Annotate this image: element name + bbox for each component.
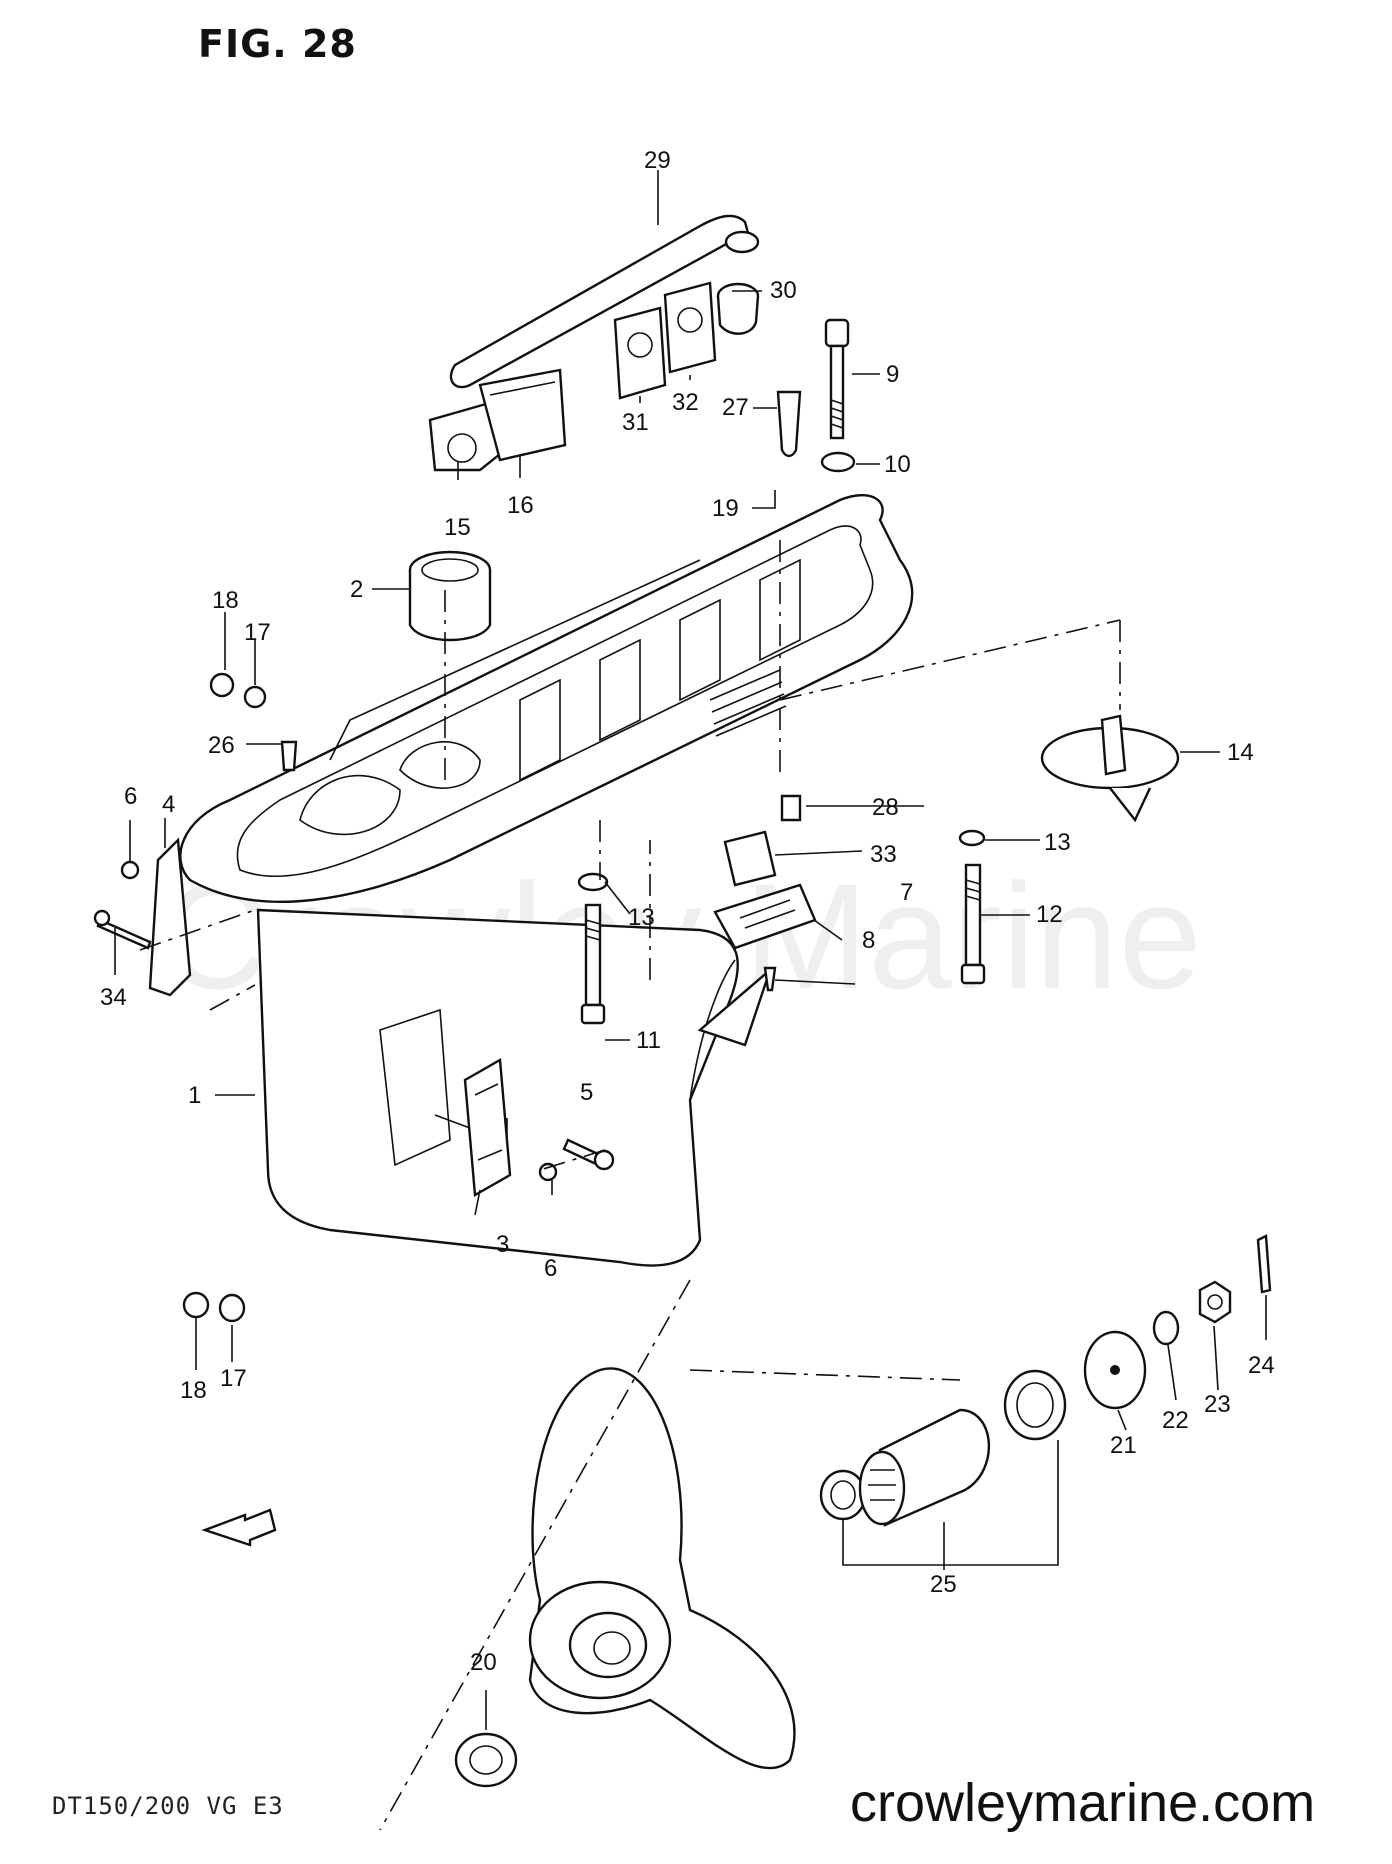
bolt-11 — [580, 903, 606, 1025]
callout-11: 11 — [636, 1027, 661, 1054]
washer-13-center — [577, 872, 609, 892]
callout-1: 1 — [188, 1082, 201, 1109]
callout-6-lower: 6 — [544, 1255, 557, 1282]
spacer-20 — [454, 1732, 518, 1788]
callout-22: 22 — [1162, 1407, 1189, 1434]
screw-8 — [763, 966, 777, 992]
callout-28: 28 — [872, 794, 899, 821]
callout-16: 16 — [507, 492, 534, 519]
callout-5: 5 — [580, 1079, 593, 1106]
callout-18-lower: 18 — [180, 1377, 207, 1404]
thrust-washer-21 — [1083, 1330, 1147, 1410]
callout-15: 15 — [444, 514, 471, 541]
bolt-5 — [562, 1138, 615, 1171]
side-plate-4 — [148, 837, 192, 997]
gear-case-housing — [179, 494, 914, 1267]
callout-10: 10 — [884, 451, 911, 478]
website-url[interactable]: crowleymarine.com — [850, 1773, 1316, 1833]
callout-9: 9 — [886, 361, 899, 388]
plug-27 — [776, 390, 802, 458]
callout-30: 30 — [770, 277, 797, 304]
seal-31 — [613, 306, 667, 400]
callout-17-lower: 17 — [220, 1365, 247, 1392]
callout-19: 19 — [712, 495, 739, 522]
callout-29: 29 — [644, 147, 671, 174]
washer-17-lower — [218, 1293, 246, 1323]
cover-33 — [723, 830, 777, 887]
callout-2: 2 — [350, 576, 363, 603]
callout-34: 34 — [100, 984, 127, 1011]
side-plate-3 — [463, 1058, 512, 1197]
callout-32: 32 — [672, 389, 699, 416]
callout-17-upper: 17 — [244, 619, 271, 646]
figure-title: FIG. 28 — [198, 22, 357, 66]
bolt-12 — [960, 863, 986, 985]
callout-25: 25 — [930, 1571, 957, 1598]
washer-13-right — [958, 829, 986, 847]
callout-6-upper: 6 — [124, 783, 137, 810]
plug-28 — [780, 794, 802, 822]
prop-nut-23 — [1198, 1280, 1232, 1324]
callout-12: 12 — [1036, 901, 1063, 928]
nut-18-lower — [182, 1291, 210, 1319]
washer-17-upper — [243, 685, 267, 709]
bolt-34-head — [93, 909, 111, 927]
callout-13-center: 13 — [628, 904, 655, 931]
leader-lines — [114, 170, 1267, 1831]
needle-bearing — [408, 550, 492, 642]
callout-18-upper: 18 — [212, 587, 239, 614]
grommet — [716, 282, 760, 335]
guide-16 — [478, 368, 567, 462]
callout-4: 4 — [162, 791, 175, 818]
callout-labels: 29 30 31 32 9 27 10 15 16 19 2 18 17 26 … — [100, 147, 1275, 1676]
trim-tab-anode — [1040, 714, 1180, 823]
fwd-label: FWD — [226, 1521, 254, 1535]
propeller — [528, 1367, 796, 1770]
nut-6-left — [120, 860, 140, 880]
callout-3: 3 — [496, 1231, 509, 1258]
dowel-pin — [280, 740, 298, 772]
seal-32 — [663, 281, 717, 374]
callout-7: 7 — [900, 879, 913, 906]
bushing-25 — [819, 1369, 1067, 1527]
callout-20: 20 — [470, 1649, 497, 1676]
callout-27: 27 — [722, 394, 749, 421]
bolt-9 — [824, 318, 850, 440]
callout-21: 21 — [1110, 1432, 1137, 1459]
nut-18-upper — [209, 672, 235, 698]
callout-31: 31 — [622, 409, 649, 436]
cotter-pin-24 — [1256, 1234, 1272, 1294]
callout-8: 8 — [862, 927, 875, 954]
plate-7 — [713, 883, 817, 950]
callout-24: 24 — [1248, 1352, 1275, 1379]
callout-33: 33 — [870, 841, 897, 868]
callout-23: 23 — [1204, 1391, 1231, 1418]
model-code: DT150/200 VG E3 — [52, 1792, 284, 1820]
fwd-arrow-icon: FWD — [201, 1508, 277, 1547]
callout-13-right: 13 — [1044, 829, 1071, 856]
washer-10 — [820, 451, 856, 473]
washer-22 — [1152, 1310, 1180, 1346]
callout-26: 26 — [208, 732, 235, 759]
water-tube — [449, 214, 760, 389]
callout-14: 14 — [1227, 739, 1254, 766]
